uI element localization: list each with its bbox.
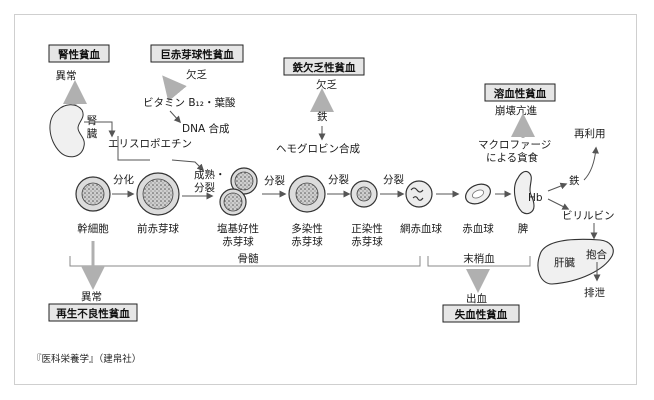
box-iron-deficiency-anemia: 鉄欠乏性貧血 [283, 57, 365, 76]
macrophage-label-2: による貪食 [486, 151, 539, 164]
cell-polychromatic-label-1: 多染性 [291, 222, 323, 235]
abnormal-top-label: 異常 [56, 69, 77, 82]
credit-label: 『医科栄養学』（建帛社） [32, 353, 141, 365]
cell-basophilic-label-1: 塩基好性 [217, 222, 259, 235]
basophilic-erythroblast-cells [219, 167, 258, 216]
cell-proerythroblast-label: 前赤芽球 [137, 222, 179, 235]
proerythroblast-cell [136, 172, 180, 216]
deficiency-b12-label: 欠乏 [186, 68, 207, 81]
iron-label: 鉄 [317, 110, 328, 123]
abnormal-bottom-label: 異常 [81, 290, 102, 303]
box-iron-label: 鉄欠乏性貧血 [293, 61, 356, 74]
vitamin-b12-label: ビタミン B₁₂・葉酸 [143, 96, 236, 109]
cell-orthochromatic-label-1: 正染性 [351, 222, 383, 235]
box-aplastic-anemia: 再生不良性貧血 [48, 303, 138, 322]
division-label-4: 分裂 [383, 173, 404, 186]
destruction-label: 崩壊亢進 [495, 104, 537, 117]
excretion-label: 排泄 [584, 286, 605, 299]
iron-2-label: 鉄 [569, 174, 580, 187]
division-label-1: 分裂 [194, 181, 215, 194]
erythrocyte-cell [465, 183, 491, 205]
kidney-shape [49, 104, 85, 158]
cell-basophilic-label-2: 赤芽球 [222, 235, 254, 248]
arrow-vitamin-to-deficiency [162, 75, 187, 102]
peripheral-blood-label: 末梢血 [463, 252, 495, 265]
arrow-hb-to-iron [547, 182, 568, 192]
differentiation-label: 分化 [113, 173, 134, 186]
peripheral-blood-bracket [427, 256, 531, 267]
arrow-vitamin-to-dna [169, 110, 182, 124]
box-hemorrhagic-anemia: 失血性貧血 [442, 304, 520, 323]
bone-marrow-label: 骨髄 [238, 252, 259, 265]
box-hemolytic-label: 溶血性貧血 [494, 87, 547, 100]
stem-cell [75, 176, 111, 212]
liver-label: 肝臓 [554, 257, 575, 269]
orthochromatic-erythroblast-cell [350, 180, 378, 208]
liver-shape [537, 238, 614, 285]
erythropoietin-line [117, 136, 150, 161]
hb-label: Hb [528, 192, 543, 204]
reuse-label: 再利用 [574, 128, 606, 140]
cell-polychromatic-label-2: 赤芽球 [291, 235, 323, 248]
reticulocyte-cell [405, 180, 433, 208]
arrow-erythropoietin-to-cells [171, 159, 205, 172]
kidney-label: 腎臓 [87, 115, 98, 140]
box-renal-label: 腎性貧血 [58, 48, 100, 61]
bone-marrow-bracket [69, 256, 421, 267]
box-renal-anemia: 腎性貧血 [48, 44, 110, 63]
spleen-shape [513, 170, 535, 215]
cell-orthochromatic-label-2: 赤芽球 [351, 235, 383, 248]
deficiency-iron-label: 欠乏 [316, 78, 337, 91]
conjugation-label: 抱合 [586, 248, 607, 261]
bleeding-label: 出血 [466, 292, 487, 305]
macrophage-label-1: マクロファージ [478, 139, 551, 151]
diagram-frame [14, 14, 637, 385]
arrow-iron-to-reuse [583, 146, 599, 181]
division-label-3: 分裂 [328, 173, 349, 186]
cell-spleen-label: 脾 [518, 222, 529, 235]
box-megaloblastic-label: 巨赤芽球性貧血 [160, 48, 234, 61]
hemoglobin-synthesis-label: ヘモグロビン合成 [276, 142, 360, 155]
cell-stem-label: 幹細胞 [77, 222, 109, 235]
division-label-2: 分裂 [264, 174, 285, 187]
erythropoietin-label: エリスロポエチン [108, 138, 192, 150]
cell-reticulocyte-label: 網赤血球 [400, 222, 442, 235]
polychromatic-erythroblast-cell [288, 175, 326, 213]
arrow-kidney-out [84, 121, 116, 138]
cell-erythrocyte-label: 赤血球 [462, 222, 494, 235]
box-aplastic-label: 再生不良性貧血 [56, 307, 130, 320]
maturation-label: 成熟・ [194, 168, 226, 181]
box-megaloblastic-anemia: 巨赤芽球性貧血 [150, 44, 244, 63]
bilirubin-label: ビリルビン [562, 210, 615, 222]
dna-synthesis-label: DNA 合成 [182, 122, 230, 135]
arrow-hb-to-bilirubin [547, 198, 570, 210]
box-hemorrhagic-label: 失血性貧血 [455, 308, 508, 321]
box-hemolytic-anemia: 溶血性貧血 [484, 83, 556, 102]
